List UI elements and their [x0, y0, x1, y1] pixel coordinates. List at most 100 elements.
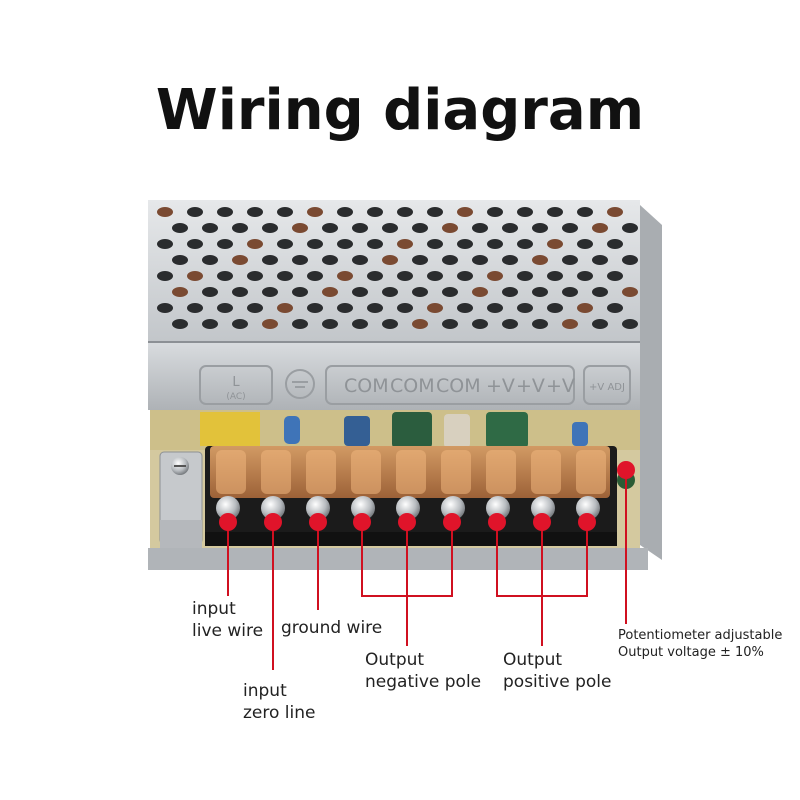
vent-hole — [172, 255, 188, 265]
marker-v-2 — [533, 513, 551, 531]
vent-hole — [427, 239, 443, 249]
vent-hole — [472, 223, 488, 233]
vent-hole — [622, 319, 638, 329]
vent-hole — [217, 207, 233, 217]
electrolytic-capacitor-1 — [392, 412, 432, 448]
vent-hole — [487, 239, 503, 249]
vent-hole — [382, 319, 398, 329]
vent-hole — [307, 239, 323, 249]
vent-hole — [517, 271, 533, 281]
vent-hole — [532, 287, 548, 297]
vent-hole — [262, 319, 278, 329]
cover-rib — [351, 450, 381, 494]
vent-hole — [442, 319, 458, 329]
vent-hole — [397, 303, 413, 313]
vent-hole — [547, 303, 563, 313]
label-zero-line-line2: zero line — [243, 703, 316, 723]
vent-hole — [277, 239, 293, 249]
vent-hole — [202, 223, 218, 233]
label-potentiometer: Potentiometer adjustable Output voltage … — [618, 627, 782, 661]
vent-hole — [172, 287, 188, 297]
vent-hole — [337, 207, 353, 217]
leader-negative-pole — [361, 522, 453, 646]
vent-hole — [307, 303, 323, 313]
vent-hole — [382, 287, 398, 297]
vent-hole — [622, 255, 638, 265]
vent-hole — [457, 207, 473, 217]
vent-hole — [607, 271, 623, 281]
marking-com-2: COM — [390, 375, 435, 397]
marking-com-1: COM — [344, 375, 389, 397]
vent-hole — [547, 207, 563, 217]
vent-hole — [247, 207, 263, 217]
terminal-markers — [219, 461, 635, 531]
label-positive-pole: Output positive pole — [503, 649, 611, 693]
vent-hole — [367, 271, 383, 281]
marking-v-2: +V — [516, 375, 545, 397]
resistor-white — [444, 414, 470, 448]
marker-potentiometer — [617, 461, 635, 479]
vent-hole — [457, 303, 473, 313]
terminal-cover-ribs — [216, 450, 606, 494]
marker-v-1 — [488, 513, 506, 531]
vent-hole — [352, 255, 368, 265]
vent-hole — [322, 255, 338, 265]
electrolytic-capacitor-2 — [486, 412, 528, 448]
cover-rib — [576, 450, 606, 494]
vent-hole — [157, 303, 173, 313]
vent-hole — [262, 255, 278, 265]
terminal-screws — [216, 496, 600, 520]
vent-hole — [457, 239, 473, 249]
marker-com-2 — [398, 513, 416, 531]
cover-rib — [306, 450, 336, 494]
vent-hole — [307, 207, 323, 217]
marker-com-3 — [443, 513, 461, 531]
vent-hole — [322, 287, 338, 297]
vent-hole — [352, 319, 368, 329]
vent-hole — [202, 255, 218, 265]
vent-hole — [217, 271, 233, 281]
vent-hole — [502, 255, 518, 265]
vent-hole — [622, 223, 638, 233]
vent-hole — [277, 207, 293, 217]
capacitor-yellow — [200, 412, 260, 446]
vent-hole — [442, 287, 458, 297]
vent-hole — [517, 239, 533, 249]
vent-hole — [502, 223, 518, 233]
marker-ground — [309, 513, 327, 531]
vent-hole — [337, 271, 353, 281]
vent-hole — [367, 207, 383, 217]
vent-hole — [322, 319, 338, 329]
vent-hole — [502, 319, 518, 329]
vent-hole — [232, 319, 248, 329]
marker-com-1 — [353, 513, 371, 531]
vent-hole — [577, 239, 593, 249]
vent-hole — [337, 239, 353, 249]
cover-rib — [531, 450, 561, 494]
vent-hole — [562, 319, 578, 329]
vent-hole — [397, 239, 413, 249]
cover-rib — [216, 450, 246, 494]
marking-com-3: COM — [436, 375, 481, 397]
terminal-screw-icon — [216, 496, 240, 520]
vent-hole — [232, 287, 248, 297]
label-potentiometer-line2: Output voltage ± 10% — [618, 645, 764, 660]
vent-hole — [592, 223, 608, 233]
power-supply-case: L (AC) COM COM COM +V +V +V +V ADJ — [148, 200, 662, 560]
marker-live — [219, 513, 237, 531]
terminal-screw-icon — [576, 496, 600, 520]
vent-hole — [562, 287, 578, 297]
vent-hole — [517, 207, 533, 217]
terminal-screw-icon — [261, 496, 285, 520]
vent-hole — [622, 287, 638, 297]
vent-hole — [202, 319, 218, 329]
cover-rib — [261, 450, 291, 494]
vent-hole — [232, 223, 248, 233]
vent-hole — [412, 255, 428, 265]
vent-hole — [367, 303, 383, 313]
vent-hole — [187, 303, 203, 313]
leader-positive-pole — [496, 522, 588, 646]
cover-rib — [486, 450, 516, 494]
vent-hole — [592, 255, 608, 265]
capacitor-blue-3 — [572, 422, 588, 446]
